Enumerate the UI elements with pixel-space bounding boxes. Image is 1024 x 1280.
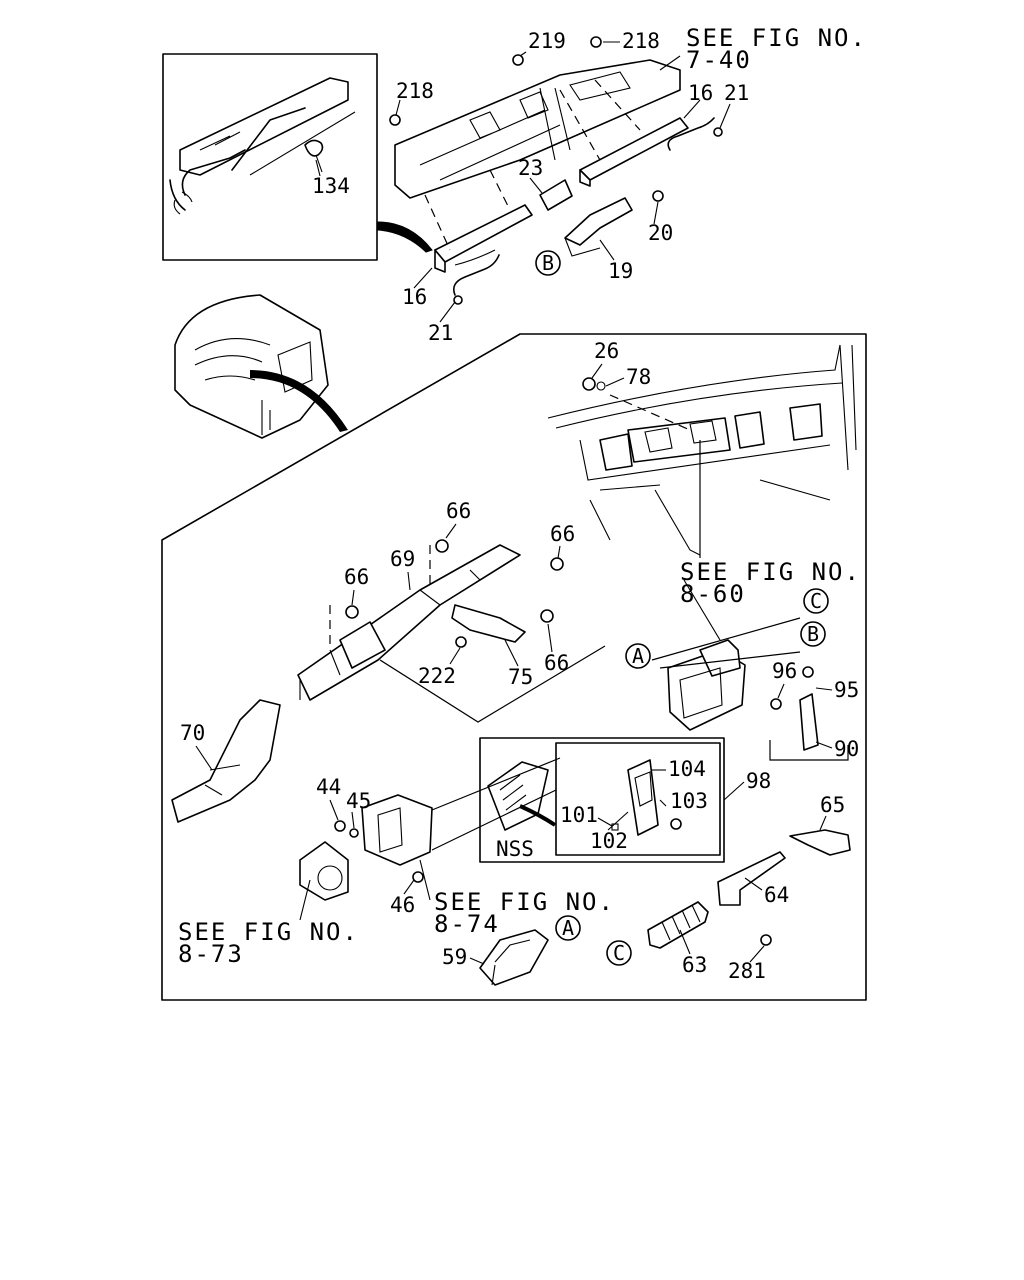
duct-59 [479,929,549,986]
part-281: 281 [728,959,766,983]
part-63: 63 [682,953,707,977]
part-101: 101 [560,803,598,827]
resistor-parts [487,759,682,836]
ref-fig-8-60-line1: SEE FIG NO. [680,558,861,586]
part-45: 45 [346,789,371,813]
ref-fig-8-73-line2: 8-73 [178,940,244,968]
part-20: 20 [648,221,673,245]
part-44: 44 [316,775,341,799]
part-134: 134 [312,174,350,198]
callout-b-top: B [535,250,561,276]
part-26: 26 [594,339,619,363]
part-64: 64 [764,883,789,907]
part-21-right: 21 [724,81,749,105]
part-104: 104 [668,757,706,781]
ref-fig-8-60-line2: 8-60 [680,580,746,608]
callout-a-bottom: A [555,915,581,941]
duct-assembly-69 [297,539,606,723]
inset-arrow [377,221,433,253]
part-16-right: 16 [688,81,713,105]
part-219: 219 [528,29,566,53]
svg-text:A: A [632,644,644,668]
ref-fig-8-73-line1: SEE FIG NO. [178,918,359,946]
svg-text:B: B [807,622,819,646]
part-70: 70 [180,721,205,745]
part-23: 23 [518,156,543,180]
duct-70 [171,699,281,823]
svg-text:A: A [562,916,574,940]
part-65: 65 [820,793,845,817]
callout-c-bottom: C [606,940,632,966]
part-90: 90 [834,737,859,761]
svg-text:C: C [810,589,822,613]
part-95: 95 [834,678,859,702]
part-59: 59 [442,945,467,969]
part-19: 19 [608,259,633,283]
part-66-lower: 66 [544,651,569,675]
blower-unit [651,617,849,761]
part-66-top: 66 [446,499,471,523]
part-102: 102 [590,829,628,853]
part-nss: NSS [496,837,534,861]
inset-detail-box [162,53,378,261]
svg-text:C: C [613,941,625,965]
callout-c-right: C [803,588,829,614]
main-detail-box [161,333,867,1001]
svg-text:B: B [542,251,554,275]
floor-ducts [647,829,851,949]
callout-a-left: A [625,643,651,669]
part-46: 46 [390,893,415,917]
ref-fig-8-74-line1: SEE FIG NO. [434,888,615,916]
part-69: 69 [390,547,415,571]
part-103: 103 [670,789,708,813]
part-222: 222 [418,664,456,688]
ref-fig-7-40-line2: 7-40 [686,46,752,74]
blower-motor [299,757,561,901]
part-16-left: 16 [402,285,427,309]
truck-cab-icon [174,294,329,439]
part-21-left: 21 [428,321,453,345]
part-96: 96 [772,659,797,683]
part-218-left: 218 [396,79,434,103]
ref-fig-8-74-line2: 8-74 [434,910,500,938]
dash-panel-assembly [389,36,723,305]
ref-fig-7-40-line1: SEE FIG NO. [686,24,867,52]
part-75: 75 [508,665,533,689]
leader-lines [195,51,833,965]
part-98: 98 [746,769,771,793]
part-66-left: 66 [344,565,369,589]
part-66-right: 66 [550,522,575,546]
part-218-top: 218 [622,29,660,53]
callout-b-right: B [800,621,826,647]
cab-arrow [250,370,348,432]
part-78: 78 [626,365,651,389]
interior-panel-view [547,344,857,558]
